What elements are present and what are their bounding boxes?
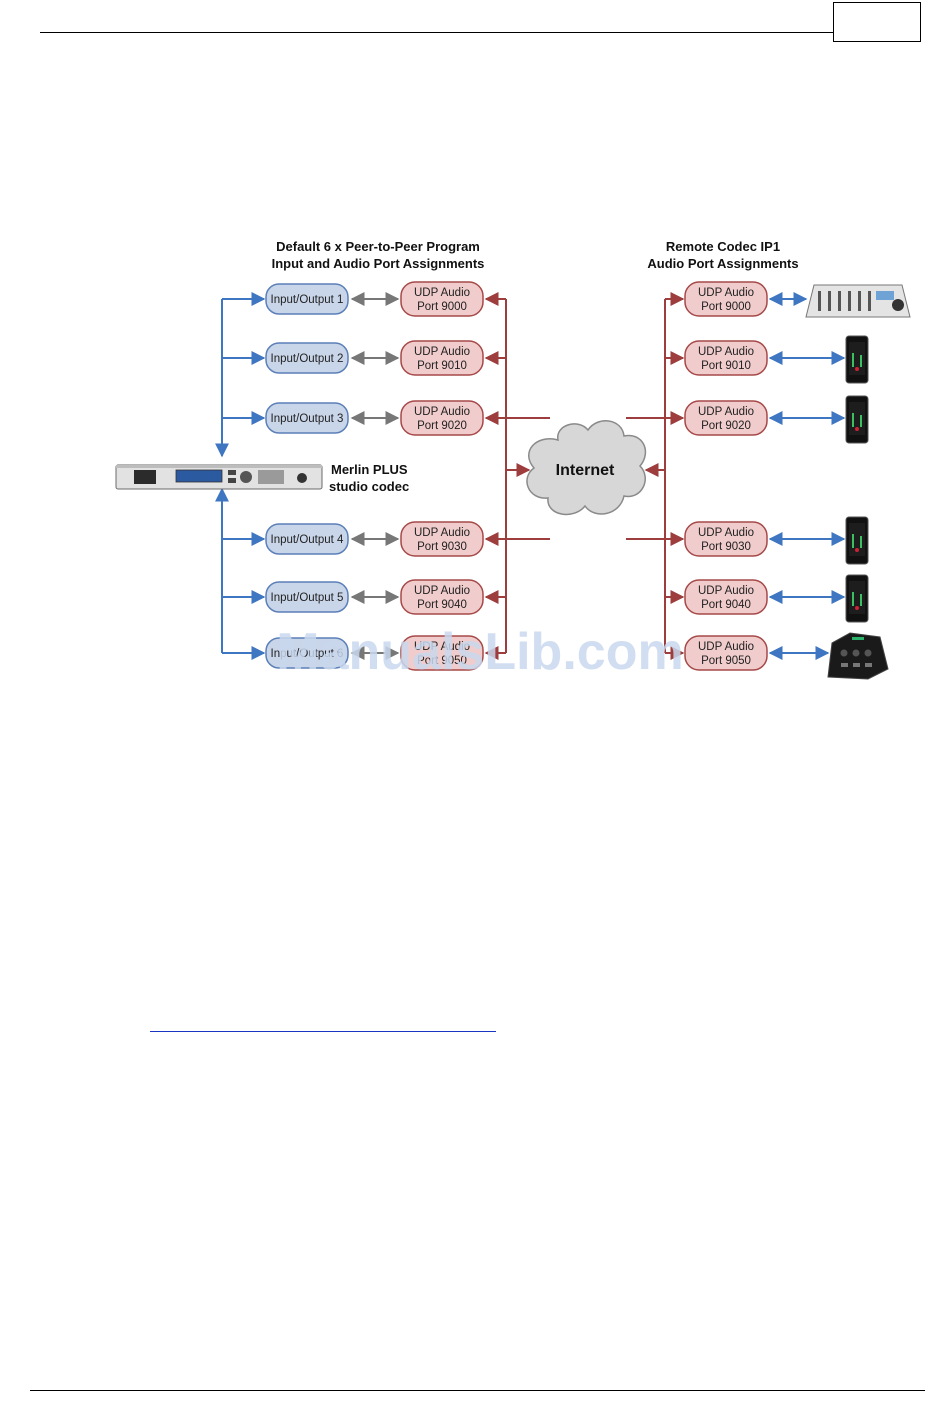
remote-udp-box: [684, 400, 768, 436]
remote-udp-label: UDP Audio: [698, 406, 754, 418]
port-assignment-diagram: Default 6 x Peer-to-Peer Program Input a…: [115, 239, 911, 681]
remote-udp-label: UDP Audio: [698, 585, 754, 597]
remote-udp-port: Port 9040: [701, 599, 751, 611]
input-output-label: Input/Output 3: [271, 413, 344, 425]
remote-udp-box: [684, 579, 768, 615]
remote-udp-port: Port 9010: [701, 360, 751, 372]
input-output-label: Input/Output 6: [271, 648, 344, 660]
codec-label-line1: Merlin PLUS: [331, 462, 408, 477]
left-title-line2: Input and Audio Port Assignments: [272, 256, 485, 271]
local-udp-box: [400, 579, 484, 615]
input-output-box: [265, 283, 349, 315]
input-output-box: [265, 402, 349, 434]
local-udp-label: UDP Audio: [414, 406, 470, 418]
remote-udp-port: Port 9020: [701, 420, 751, 432]
codec-label-line2: studio codec: [329, 479, 409, 494]
smartphone-device: [845, 516, 869, 565]
remote-udp-box: [684, 521, 768, 557]
watermark: ManualsLib.com: [276, 623, 683, 681]
local-udp-port: Port 9030: [417, 541, 467, 553]
right-title-line1: Remote Codec IP1: [666, 239, 780, 254]
remote-udp-port: Port 9050: [701, 655, 751, 667]
internet-label: Internet: [556, 462, 615, 479]
local-udp-box: [400, 340, 484, 376]
input-output-label: Input/Output 2: [271, 353, 344, 365]
input-output-label: Input/Output 1: [271, 294, 344, 306]
remote-udp-label: UDP Audio: [698, 346, 754, 358]
smartphone-device: [845, 574, 869, 623]
hyperlink-underline[interactable]: [150, 1031, 496, 1032]
local-udp-box: [400, 635, 484, 671]
left-title-line1: Default 6 x Peer-to-Peer Program: [276, 239, 480, 254]
remote-udp-box: [684, 340, 768, 376]
page-number-box: [833, 2, 921, 42]
header-rule: [40, 32, 833, 33]
input-output-box: [265, 523, 349, 555]
local-udp-label: UDP Audio: [414, 641, 470, 653]
mixer-device: [805, 284, 911, 318]
smartphone-device: [845, 395, 869, 444]
local-udp-port: Port 9040: [417, 599, 467, 611]
remote-udp-label: UDP Audio: [698, 287, 754, 299]
input-output-box: [265, 637, 349, 669]
right-title-line2: Audio Port Assignments: [647, 256, 798, 271]
remote-udp-label: UDP Audio: [698, 527, 754, 539]
local-udp-label: UDP Audio: [414, 287, 470, 299]
local-udp-port: Port 9020: [417, 420, 467, 432]
local-udp-box: [400, 281, 484, 317]
remote-udp-port: Port 9030: [701, 541, 751, 553]
footer-rule: [30, 1390, 925, 1391]
local-udp-box: [400, 521, 484, 557]
audio-interface-device: [827, 632, 889, 680]
local-udp-label: UDP Audio: [414, 346, 470, 358]
merlin-plus-codec-device: Merlin PLUS studio codec: [115, 462, 409, 494]
input-output-label: Input/Output 4: [271, 534, 344, 546]
input-output-box: [265, 342, 349, 374]
input-output-box: [265, 581, 349, 613]
local-udp-port: Port 9000: [417, 301, 467, 313]
remote-udp-port: Port 9000: [701, 301, 751, 313]
local-udp-port: Port 9010: [417, 360, 467, 372]
remote-udp-box: [684, 635, 768, 671]
local-udp-label: UDP Audio: [414, 527, 470, 539]
local-udp-box: [400, 400, 484, 436]
input-output-label: Input/Output 5: [271, 592, 344, 604]
internet-cloud: Internet: [526, 420, 646, 516]
local-udp-label: UDP Audio: [414, 585, 470, 597]
remote-udp-box: [684, 281, 768, 317]
remote-udp-label: UDP Audio: [698, 641, 754, 653]
smartphone-device: [845, 335, 869, 384]
local-udp-port: Port 9050: [417, 655, 467, 667]
